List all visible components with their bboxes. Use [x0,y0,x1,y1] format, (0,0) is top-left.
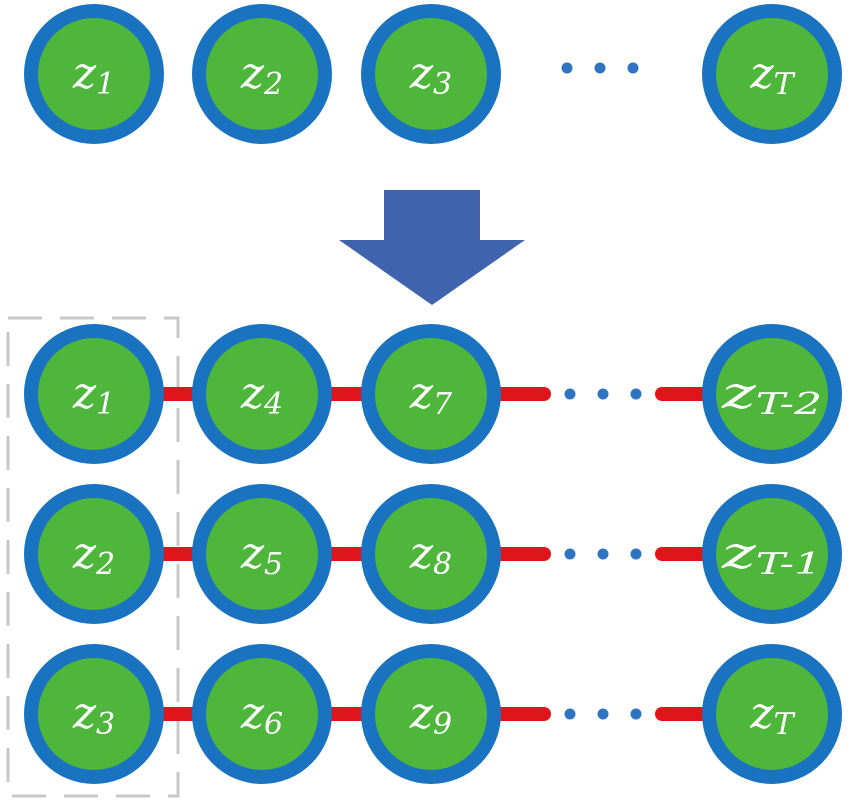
ellipsis-dot [630,388,642,400]
node-label: z9 [409,688,452,742]
ellipsis-dot [597,548,609,560]
ellipsis-dot [630,708,642,720]
chain-2-node-2: z5 [192,484,332,624]
ellipsis-dot [564,388,576,400]
chain-3-node-1: z3 [24,644,164,784]
chain-3-node-3: z9 [361,644,501,784]
node-label: z5 [240,528,283,582]
node-core [375,338,487,450]
chain-1-node-2: z4 [192,324,332,464]
chain-1-node-1: z1 [24,324,164,464]
node-core [716,18,828,130]
node-core [716,498,828,610]
ellipsis-dot [564,708,576,720]
node-label: z3 [409,48,452,102]
node-label: z1 [72,48,115,102]
first-column-dashed-box [6,316,180,798]
node-label: z1 [72,368,115,422]
node-label: z2 [72,528,115,582]
node-core [375,498,487,610]
top-node-1: z1 [24,4,164,144]
down-arrow-icon [339,190,525,305]
arrow-shape [339,190,525,305]
node-core [206,18,318,130]
node-label: zT [749,688,795,742]
chain-2-node-3: z8 [361,484,501,624]
chain-3-node-2: z6 [192,644,332,784]
top-node-4: zT [702,4,842,144]
ellipsis-dot [630,548,642,560]
node-label: zT [749,48,795,102]
top-node-2: z2 [192,4,332,144]
ellipsis-dot [597,388,609,400]
chain-2-ellipsis-icon [564,548,642,560]
top-ellipsis-icon [561,62,639,74]
node-label: z7 [409,368,453,422]
node-core [38,18,150,130]
ellipsis-dot [627,62,639,74]
ellipsis-dot [564,548,576,560]
node-core [375,658,487,770]
top-node-3: z3 [361,4,501,144]
node-core [375,18,487,130]
chain-1-node-3: z7 [361,324,501,464]
node-label: z4 [240,368,283,422]
node-label: z8 [409,528,452,582]
ellipsis-dot [561,62,573,74]
node-label: z3 [72,688,115,742]
node-label: z6 [240,688,283,742]
node-core [38,658,150,770]
chain-2-node-1: z2 [24,484,164,624]
node-core [206,498,318,610]
node-core [38,338,150,450]
node-core [38,498,150,610]
chain-1-ellipsis-icon [564,388,642,400]
node-core [206,338,318,450]
node-core [716,338,828,450]
chain-3-ellipsis-icon [564,708,642,720]
ellipsis-dot [594,62,606,74]
node-core [206,658,318,770]
ellipsis-dot [597,708,609,720]
chain-3-node-4: zT [702,644,842,784]
node-label: z2 [240,48,283,102]
node-core [716,658,828,770]
